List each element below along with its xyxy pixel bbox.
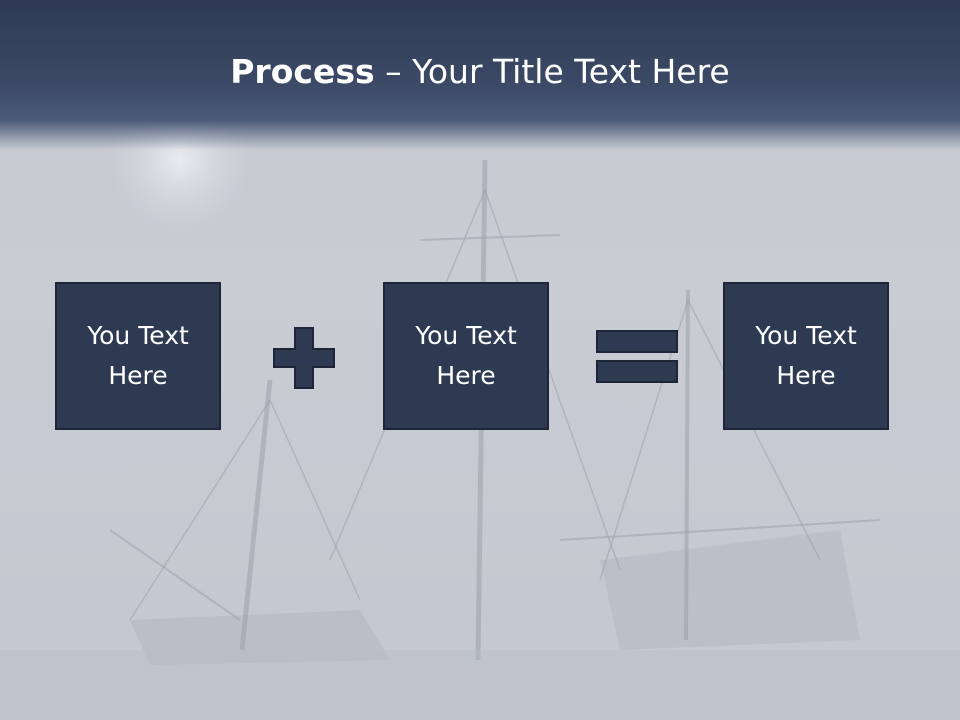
slide-title: Process – Your Title Text Here xyxy=(0,52,960,91)
process-box-2-text: You Text Here xyxy=(415,321,517,390)
process-box-2[interactable]: You Text Here xyxy=(383,282,549,430)
plus-icon xyxy=(273,327,335,389)
title-bold-part: Process xyxy=(230,52,375,91)
process-box-1[interactable]: You Text Here xyxy=(55,282,221,430)
process-box-1-text: You Text Here xyxy=(87,321,189,390)
equals-icon xyxy=(596,330,678,383)
process-box-3-text: You Text Here xyxy=(755,321,857,390)
title-banner xyxy=(0,0,960,150)
title-rest-part: – Your Title Text Here xyxy=(374,52,730,91)
process-box-3[interactable]: You Text Here xyxy=(723,282,889,430)
